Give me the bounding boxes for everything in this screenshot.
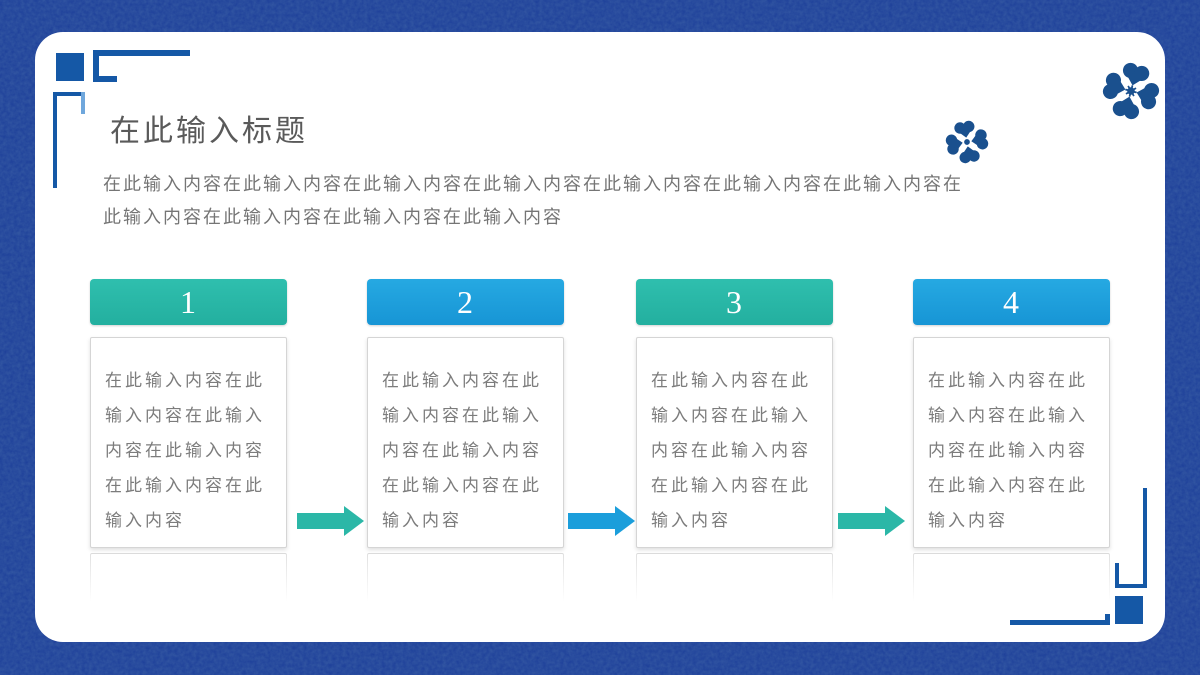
step-1-text-box: 在此输入内容在此输入内容在此输入内容在此输入内容在此输入内容在此输入内容 xyxy=(90,337,287,548)
step-2-text: 在此输入内容在此输入内容在此输入内容在此输入内容在此输入内容在此输入内容 xyxy=(382,371,542,530)
corner-bracket-icon xyxy=(1115,584,1147,588)
step-4-number-badge: 4 xyxy=(913,279,1110,325)
flower-icon xyxy=(1102,62,1160,120)
corner-bracket-hook-icon xyxy=(1115,563,1119,588)
corner-bracket-icon xyxy=(53,92,85,96)
corner-bracket-icon xyxy=(1143,488,1147,588)
step-4-box-reflection xyxy=(912,552,1111,614)
step-4-text: 在此输入内容在此输入内容在此输入内容在此输入内容在此输入内容在此输入内容 xyxy=(928,371,1088,530)
slide-card: 在此输入标题 在此输入内容在此输入内容在此输入内容在此输入内容在此输入内容在此输… xyxy=(35,32,1165,642)
corner-bracket-icon xyxy=(1010,620,1110,625)
step-4-text-box: 在此输入内容在此输入内容在此输入内容在此输入内容在此输入内容在此输入内容 xyxy=(913,337,1110,548)
step-3-box-reflection xyxy=(635,552,834,614)
step-1-text: 在此输入内容在此输入内容在此输入内容在此输入内容在此输入内容在此输入内容 xyxy=(105,371,265,530)
step-2-number-badge: 2 xyxy=(367,279,564,325)
page-title: 在此输入标题 xyxy=(110,115,308,148)
corner-bracket-icon xyxy=(93,76,117,82)
flower-icon xyxy=(945,120,989,164)
step-1-box-reflection xyxy=(89,552,288,614)
step-1-number-badge: 1 xyxy=(90,279,287,325)
corner-bracket-icon xyxy=(93,50,190,56)
corner-bracket-icon xyxy=(93,50,99,82)
step-2-box-reflection xyxy=(366,552,565,614)
step-3-text-box: 在此输入内容在此输入内容在此输入内容在此输入内容在此输入内容在此输入内容 xyxy=(636,337,833,548)
right-arrow-icon xyxy=(838,506,905,536)
step-3-text: 在此输入内容在此输入内容在此输入内容在此输入内容在此输入内容在此输入内容 xyxy=(651,371,811,530)
corner-square-top-left xyxy=(56,53,84,81)
step-3-number-badge: 3 xyxy=(636,279,833,325)
corner-square-bottom-right xyxy=(1115,596,1143,624)
corner-bracket-hook-icon xyxy=(81,92,85,114)
subtitle-text: 在此输入内容在此输入内容在此输入内容在此输入内容在此输入内容在此输入内容在此输入… xyxy=(103,174,963,227)
step-2-text-box: 在此输入内容在此输入内容在此输入内容在此输入内容在此输入内容在此输入内容 xyxy=(367,337,564,548)
right-arrow-icon xyxy=(297,506,364,536)
corner-bracket-icon xyxy=(53,92,57,188)
right-arrow-icon xyxy=(568,506,635,536)
